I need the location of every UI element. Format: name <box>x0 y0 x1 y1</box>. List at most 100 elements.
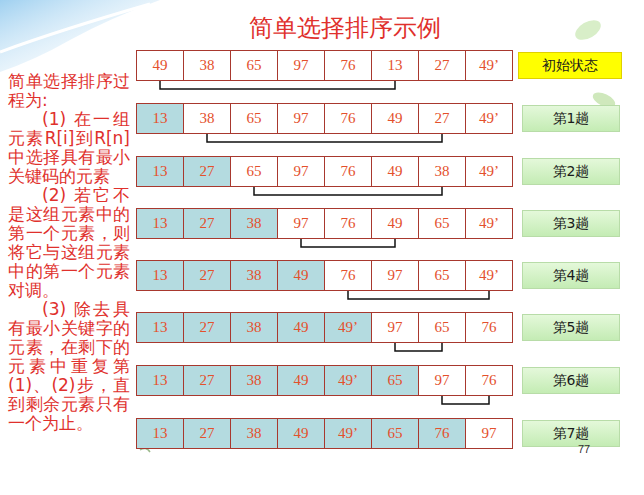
cell-value: 13 <box>153 319 168 336</box>
array-cell: 76 <box>324 260 372 291</box>
array-cell: 13 <box>136 103 184 134</box>
cell-value: 38 <box>247 267 262 284</box>
cell-value: 38 <box>200 110 215 127</box>
pass-label-box: 第3趟 <box>522 210 620 237</box>
cell-value: 38 <box>247 319 262 336</box>
cell-value: 49 <box>294 425 309 442</box>
swap-bracket <box>160 81 395 89</box>
cell-value: 38 <box>247 215 262 232</box>
description-heading: 简单选择排序过程为: <box>8 72 130 110</box>
pass-label-box: 第1趟 <box>522 105 620 132</box>
cell-value: 49’ <box>338 372 358 389</box>
cell-value: 49 <box>294 319 309 336</box>
array-cell: 13 <box>371 50 419 81</box>
array-cell: 13 <box>136 208 184 239</box>
array-cell: 76 <box>324 50 372 81</box>
leaf-decoration <box>572 16 604 44</box>
cell-value: 49’ <box>479 110 499 127</box>
cell-value: 49’ <box>479 215 499 232</box>
cell-value: 97 <box>294 57 309 74</box>
pass-label: 第5趟 <box>553 319 590 337</box>
cell-value: 97 <box>294 163 309 180</box>
cell-value: 38 <box>435 163 450 180</box>
cell-value: 27 <box>200 163 215 180</box>
cell-value: 76 <box>341 110 356 127</box>
cell-value: 38 <box>247 425 262 442</box>
array-cell: 49’ <box>324 365 372 396</box>
cell-value: 49’ <box>338 425 358 442</box>
cell-value: 49 <box>388 215 403 232</box>
array-cell: 38 <box>183 103 231 134</box>
array-cell: 38 <box>230 365 278 396</box>
pass-label: 第4趟 <box>553 267 590 285</box>
cell-value: 49’ <box>338 319 358 336</box>
array-cell: 76 <box>324 103 372 134</box>
pass-label-box: 初始状态 <box>518 52 622 79</box>
description-step: (2) 若它不是这组元素中的第一个元素，则将它与这组元素中的第一个元素对调。 <box>8 186 130 300</box>
cell-value: 49 <box>294 372 309 389</box>
array-cell: 38 <box>230 208 278 239</box>
swap-bracket <box>395 343 442 351</box>
cell-value: 97 <box>482 425 497 442</box>
array-cell: 49 <box>277 260 325 291</box>
array-cell: 27 <box>418 50 466 81</box>
array-cell: 38 <box>183 50 231 81</box>
slide-title: 简单选择排序示例 <box>200 12 490 44</box>
array-cell: 97 <box>277 208 325 239</box>
array-cell: 13 <box>136 312 184 343</box>
pass-label-box: 第2趟 <box>522 158 620 185</box>
array-cell: 65 <box>371 365 419 396</box>
swap-bracket <box>442 396 489 404</box>
cell-value: 76 <box>341 163 356 180</box>
array-cell: 27 <box>183 418 231 449</box>
array-cell: 13 <box>136 260 184 291</box>
cell-value: 97 <box>388 267 403 284</box>
cell-value: 49 <box>388 163 403 180</box>
cell-value: 27 <box>435 57 450 74</box>
cell-value: 76 <box>482 319 497 336</box>
cell-value: 65 <box>388 425 403 442</box>
cell-value: 76 <box>482 372 497 389</box>
array-cell: 65 <box>230 103 278 134</box>
array-cell: 13 <box>136 365 184 396</box>
cell-value: 49 <box>294 267 309 284</box>
array-cell: 49 <box>371 208 419 239</box>
cell-value: 27 <box>435 110 450 127</box>
cell-value: 97 <box>294 110 309 127</box>
array-cell: 49 <box>277 312 325 343</box>
array-cell: 27 <box>183 208 231 239</box>
array-cell: 76 <box>324 208 372 239</box>
array-cell: 76 <box>465 365 513 396</box>
array-cell: 97 <box>371 312 419 343</box>
array-cell: 27 <box>183 156 231 187</box>
cell-value: 97 <box>388 319 403 336</box>
array-cell: 49’ <box>465 50 513 81</box>
cell-value: 65 <box>247 110 262 127</box>
cell-value: 49 <box>388 110 403 127</box>
array-cell: 65 <box>230 156 278 187</box>
page-number: 77 <box>578 443 590 455</box>
pass-label: 初始状态 <box>542 57 598 75</box>
pass-label-box: 第5趟 <box>522 314 620 341</box>
array-cell: 49’ <box>324 418 372 449</box>
array-cell: 27 <box>183 260 231 291</box>
cell-value: 13 <box>153 163 168 180</box>
array-cell: 49 <box>371 103 419 134</box>
cell-value: 27 <box>200 267 215 284</box>
array-cell: 49 <box>277 365 325 396</box>
array-cell: 27 <box>418 103 466 134</box>
cell-value: 97 <box>435 372 450 389</box>
cell-value: 27 <box>200 215 215 232</box>
cell-value: 38 <box>247 372 262 389</box>
pass-label-box: 第7趟 <box>522 420 620 447</box>
cell-value: 38 <box>200 57 215 74</box>
array-cell: 97 <box>371 260 419 291</box>
cell-value: 27 <box>200 372 215 389</box>
array-cell: 49’ <box>465 103 513 134</box>
pass-label: 第6趟 <box>553 372 590 390</box>
pass-label: 第3趟 <box>553 215 590 233</box>
cell-value: 13 <box>153 215 168 232</box>
cell-value: 65 <box>247 57 262 74</box>
cell-value: 76 <box>341 57 356 74</box>
